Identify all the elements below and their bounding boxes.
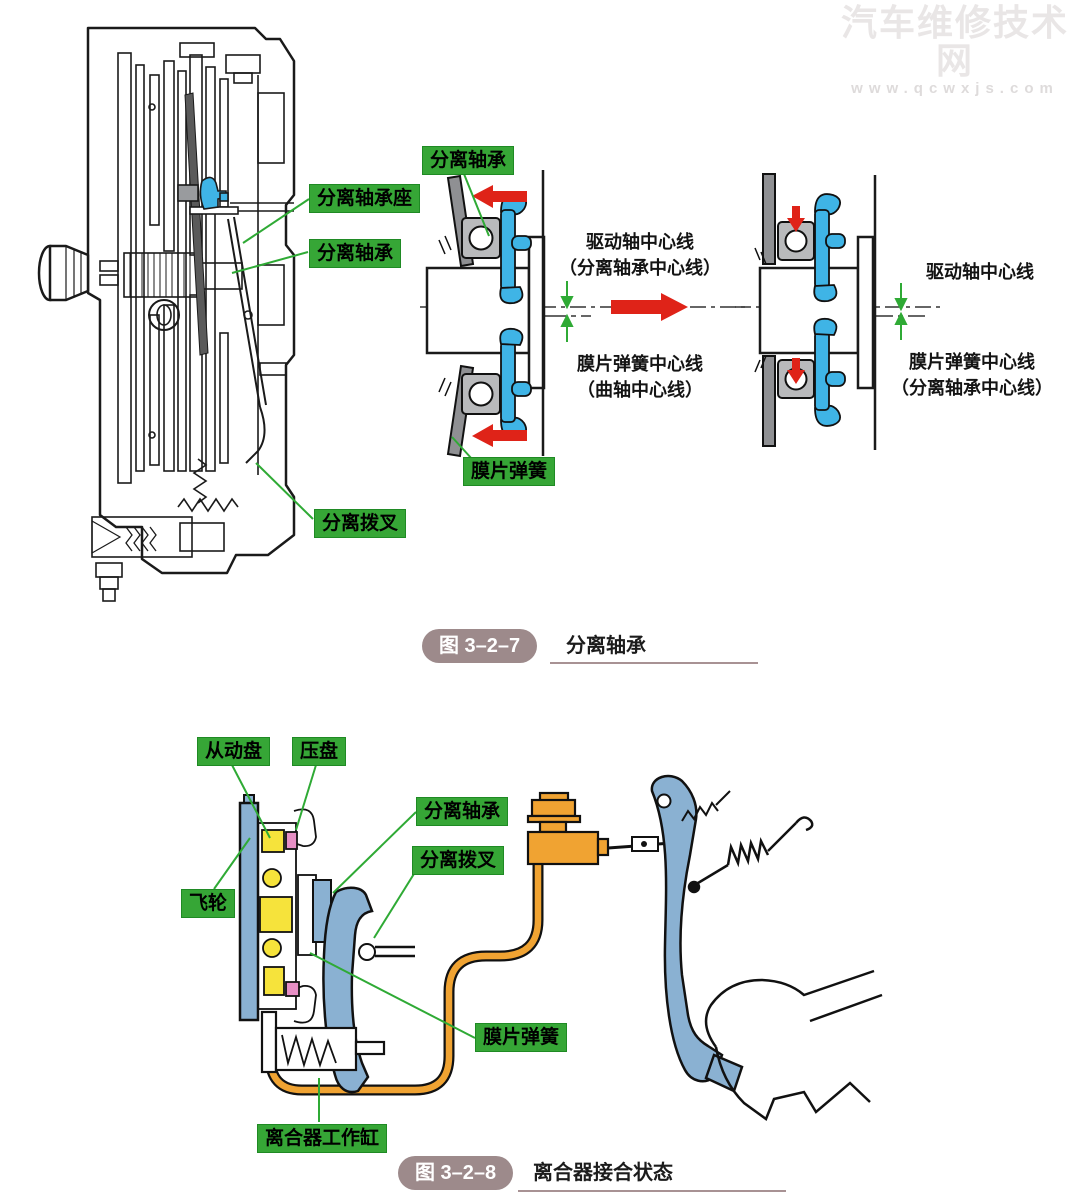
green-gap-arrow [894,283,908,340]
clutch-engaged-system-drawing [238,774,883,1121]
watermark: 汽车维修技术网 www.qcwxjs.com [832,4,1078,97]
watermark-title: 汽车维修技术网 [840,2,1069,81]
figure-caption-tag: 图 3–2–8 [398,1156,514,1190]
diaphragm-spring-strip [184,92,209,356]
clutch-cross-section-drawing [37,26,296,602]
red-arrow-down-icon [787,206,805,232]
axis-note-line: 驱动轴中心线 [926,262,1034,282]
label-flywheel: 飞轮 [181,889,236,918]
gray-part [177,184,199,202]
red-arrow-down-icon [787,358,805,384]
bearing-centerline-diagram-before [420,170,745,457]
label-diaphragm-spring-2: 膜片弹簧 [475,1023,568,1052]
axis-note-line: 膜片弹簧中心线 [577,354,703,374]
master-cylinder-part [526,791,610,866]
axis-note-drive-shaft-right: 驱动轴中心线 [890,259,1070,285]
figure-caption-tag: 图 3–2–7 [422,629,538,663]
axis-note-diaphragm: 膜片弹簧中心线 （曲轴中心线） [535,351,745,403]
bearing-assembly [438,174,532,305]
watermark-url: www.qcwxjs.com [851,79,1059,97]
axis-note-line: （分离轴承中心线） [891,378,1053,399]
bearing-assembly [754,173,846,303]
red-arrow-right-icon [611,293,688,321]
red-arrow-left-icon [472,185,527,208]
label-release-bearing-2: 分离轴承 [416,797,509,826]
label-release-bearing-mid: 分离轴承 [422,146,515,175]
caption-underline [518,1190,786,1192]
pedal-return-spring [687,816,814,894]
label-release-bearing: 分离轴承 [309,239,402,268]
axis-note-drive-shaft: 驱动轴中心线 （分离轴承中心线） [535,229,745,281]
figure-caption-title: 离合器接合状态 [533,1162,673,1184]
green-gap-arrow [560,281,574,342]
label-diaphragm-spring-mid: 膜片弹簧 [463,457,556,486]
label-release-bearing-seat: 分离轴承座 [309,184,421,213]
clutch-pedal-part [650,774,744,1093]
caption-underline [550,662,758,664]
release-bearing-seat-highlight [199,176,229,210]
axis-note-line: 膜片弹簧中心线 [909,352,1035,372]
slave-cylinder-part [260,1010,386,1074]
hydraulic-pipe [264,863,544,1096]
axis-note-line: 驱动轴中心线 [586,232,694,252]
axis-note-line: （曲轴中心线） [577,380,703,401]
label-driven-disc: 从动盘 [197,737,271,766]
label-release-fork: 分离拨叉 [314,509,407,538]
label-slave-cylinder: 离合器工作缸 [257,1124,388,1153]
label-release-fork-2: 分离拨叉 [412,846,505,875]
drive-shaft [758,235,875,390]
axis-note-diaphragm-right: 膜片弹簧中心线 （分离轴承中心线） [872,349,1072,401]
label-pressure-plate: 压盘 [292,737,347,766]
figure-caption-title: 分离轴承 [566,635,646,657]
bearing-centerline-diagram-after [735,173,940,450]
driver-foot-outline [704,969,883,1121]
axis-note-line: （分离轴承中心线） [559,258,721,279]
